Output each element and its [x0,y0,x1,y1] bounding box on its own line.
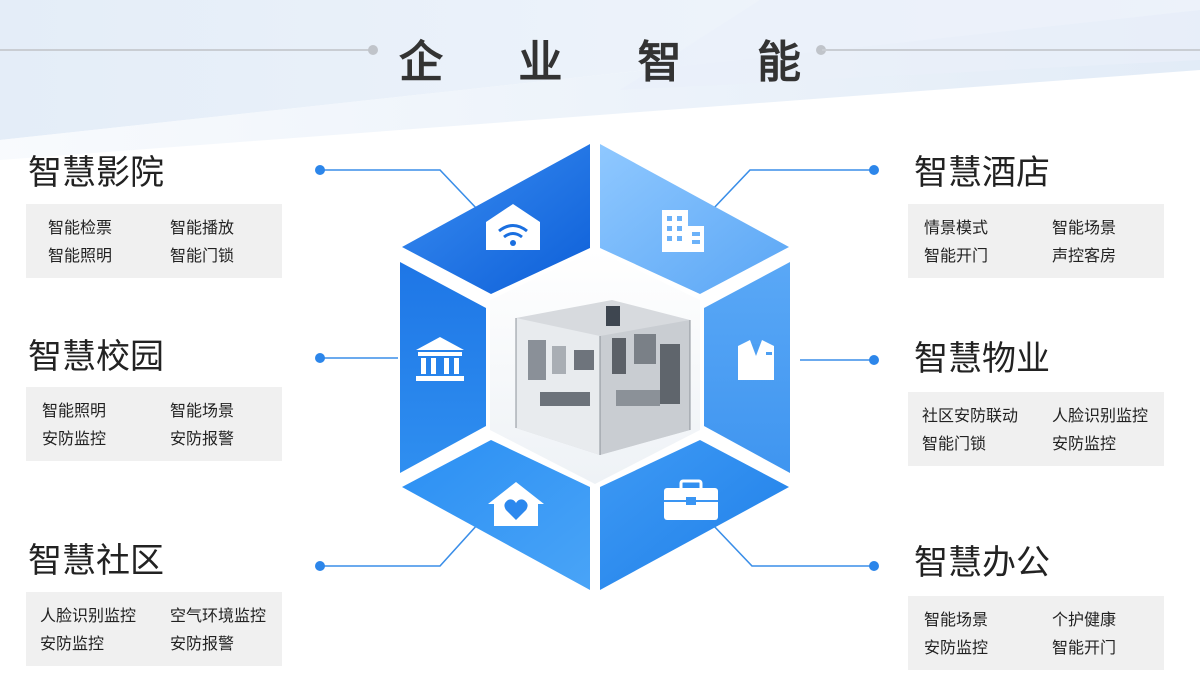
institution-icon [416,337,464,381]
sector-campus[interactable] [400,262,486,473]
smart-building-illustration [515,300,691,455]
heart-home-icon [488,482,544,526]
heading-property: 智慧物业 [914,339,1050,379]
list-item: 智能场景 [170,401,235,420]
list-item: 声控客房 [1052,246,1117,265]
heading-campus: 智慧校园 [28,337,164,377]
list-item: 个护健康 [1052,610,1117,629]
list-item: 人脸识别监控 [40,606,137,625]
list-item: 人脸识别监控 [1052,406,1149,425]
wifi-home-icon [486,204,540,250]
building-icon [662,210,704,252]
list-item: 智能开门 [924,246,989,265]
connector-dot [315,165,325,175]
list-item: 智能照明 [48,246,113,265]
list-item: 智能场景 [1052,218,1117,237]
heading-community: 智慧社区 [28,541,164,581]
list-item: 智能照明 [42,401,107,420]
list-item: 安防报警 [170,634,235,653]
title-rule-right [822,49,1200,51]
heading-office: 智慧办公 [914,543,1050,583]
connector-lines [320,169,874,567]
items-box-community: 人脸识别监控 空气环境监控 安防监控 安防报警 [26,592,282,666]
sector-hotel[interactable] [600,144,789,294]
list-item: 智能开门 [1052,638,1117,657]
list-item: 智能门锁 [170,246,235,265]
title-rule-left-dot [368,45,378,55]
briefcase-icon [664,479,718,520]
list-item: 情景模式 [924,218,989,237]
list-item: 安防报警 [170,429,235,448]
connector-dot [315,561,325,571]
title-rule-left [0,49,372,51]
items-box-property: 社区安防联动 人脸识别监控 智能门锁 安防监控 [908,392,1164,466]
list-item: 空气环境监控 [170,606,267,625]
list-item: 智能检票 [48,218,113,237]
items-box-campus: 智能照明 智能场景 安防监控 安防报警 [26,387,282,461]
connector-dot [315,353,325,363]
connector-dot [869,165,879,175]
list-item: 智能门锁 [922,434,987,453]
title-rule-right-dot [816,45,826,55]
page-title: 企 业 智 能 [399,37,831,88]
list-item: 安防监控 [1052,434,1117,453]
heading-hotel: 智慧酒店 [914,153,1050,193]
list-item: 安防监控 [40,634,105,653]
heading-cinema: 智慧影院 [28,153,164,193]
items-box-cinema: 智能检票 智能播放 智能照明 智能门锁 [26,204,282,278]
list-item: 社区安防联动 [922,406,1019,425]
connector-dot [869,561,879,571]
list-item: 智能场景 [924,610,989,629]
items-box-hotel: 情景模式 智能场景 智能开门 声控客房 [908,204,1164,278]
list-item: 安防监控 [924,638,989,657]
list-item: 安防监控 [42,429,107,448]
items-box-office: 智能场景 个护健康 安防监控 智能开门 [908,596,1164,670]
connector-dot [869,355,879,365]
suit-icon [738,340,774,380]
list-item: 智能播放 [170,218,235,237]
